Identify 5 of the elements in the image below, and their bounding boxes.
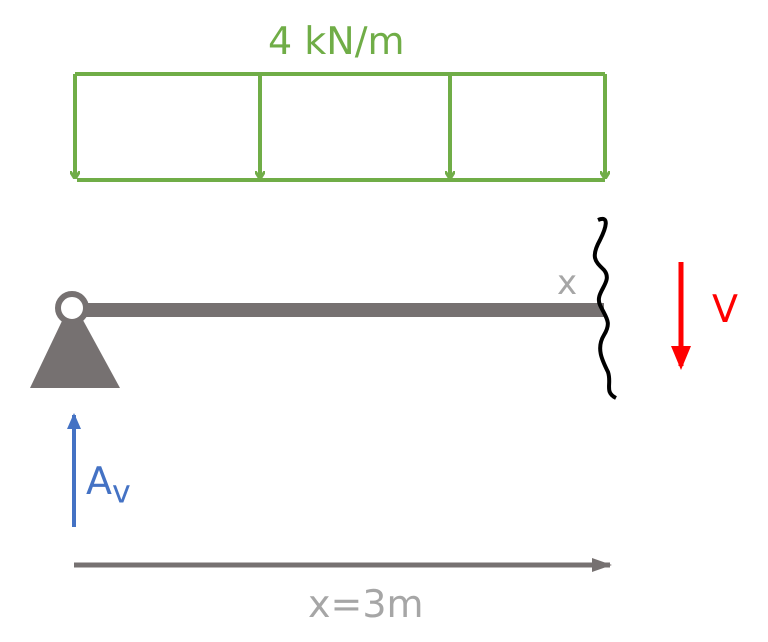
reaction-label: A$_{v}$: [86, 462, 131, 510]
load-label: 4 kN/m: [268, 22, 405, 60]
section-label: x: [557, 266, 578, 300]
force-label: V: [712, 290, 738, 328]
dimension-label: x=3m: [308, 585, 424, 623]
